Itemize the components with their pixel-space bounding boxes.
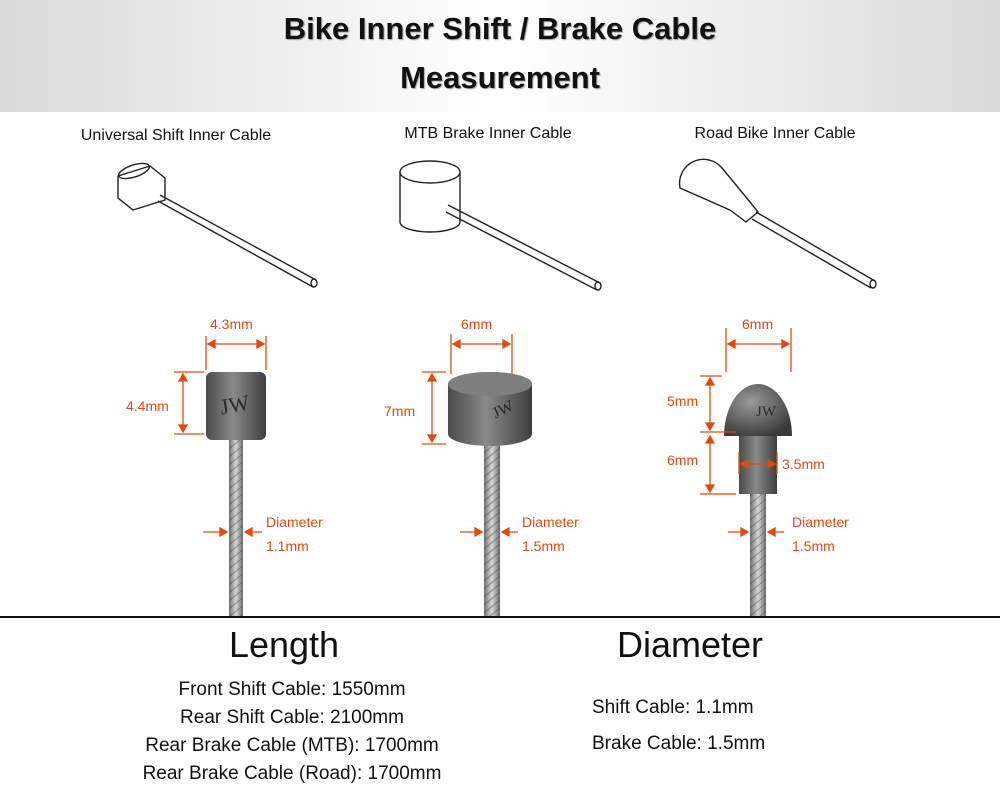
shift-cable-photo: JW [206,372,266,616]
head-marking: JW [756,404,777,420]
dimension-lines [174,328,792,538]
cable-label-mtb: MTB Brake Inner Cable [404,125,572,142]
cable-diagram: JW JW JW [117,158,877,616]
dim-road-width: 6mm [742,316,774,332]
dim-road-neck-width: 3.5mm [782,456,825,472]
dim-mtb-width: 6mm [461,316,493,332]
diameter-heading: Diameter [616,624,764,665]
dim-road-neck-height: 6mm [667,452,699,468]
mtb-cable-drawing [399,160,602,291]
road-cable-drawing [678,158,877,289]
cable-label-road: Road Bike Inner Cable [694,125,856,142]
page-title: Bike Inner Shift / Brake Cable [283,11,717,46]
list-item: Front Shift Cable: 1550mm [178,679,406,700]
length-list: Front Shift Cable: 1550mm Rear Shift Cab… [143,676,442,788]
diameter-label: Diameter [266,514,323,530]
diameter-list: Shift Cable: 1.1mm Brake Cable: 1.5mm [592,695,765,767]
list-item: Rear Brake Cable (Road): 1700mm [142,763,442,784]
list-item: Shift Cable: 1.1mm [592,697,754,718]
list-item: Rear Brake Cable (MTB): 1700mm [145,735,439,756]
dim-shift-height: 4.4mm [126,398,169,414]
diameter-value: 1.5mm [792,538,835,554]
shift-cable-drawing [117,162,318,288]
dim-mtb-height: 7mm [384,403,416,419]
header-banner: Bike Inner Shift / Brake Cable Measureme… [0,0,1000,112]
dim-shift-diameter: Diameter 1.1mm [266,510,323,558]
dim-mtb-diameter: Diameter 1.5mm [522,510,579,558]
dim-road-dome-height: 5mm [667,393,699,409]
cable-label-shift: Universal Shift Inner Cable [80,127,272,144]
diameter-label: Diameter [522,514,579,530]
page-subtitle: Measurement [400,60,600,95]
length-heading: Length [228,624,340,665]
dim-road-diameter: Diameter 1.5mm [792,510,849,558]
section-divider [0,616,1000,618]
list-item: Rear Shift Cable: 2100mm [180,707,404,728]
diameter-value: 1.5mm [522,538,565,554]
diameter-value: 1.1mm [266,538,309,554]
dim-shift-width: 4.3mm [210,316,253,332]
road-cable-photo: JW [724,384,792,616]
diameter-label: Diameter [792,514,849,530]
mtb-cable-photo: JW [448,372,532,616]
head-marking: JW [218,390,251,420]
list-item: Brake Cable: 1.5mm [592,733,766,754]
